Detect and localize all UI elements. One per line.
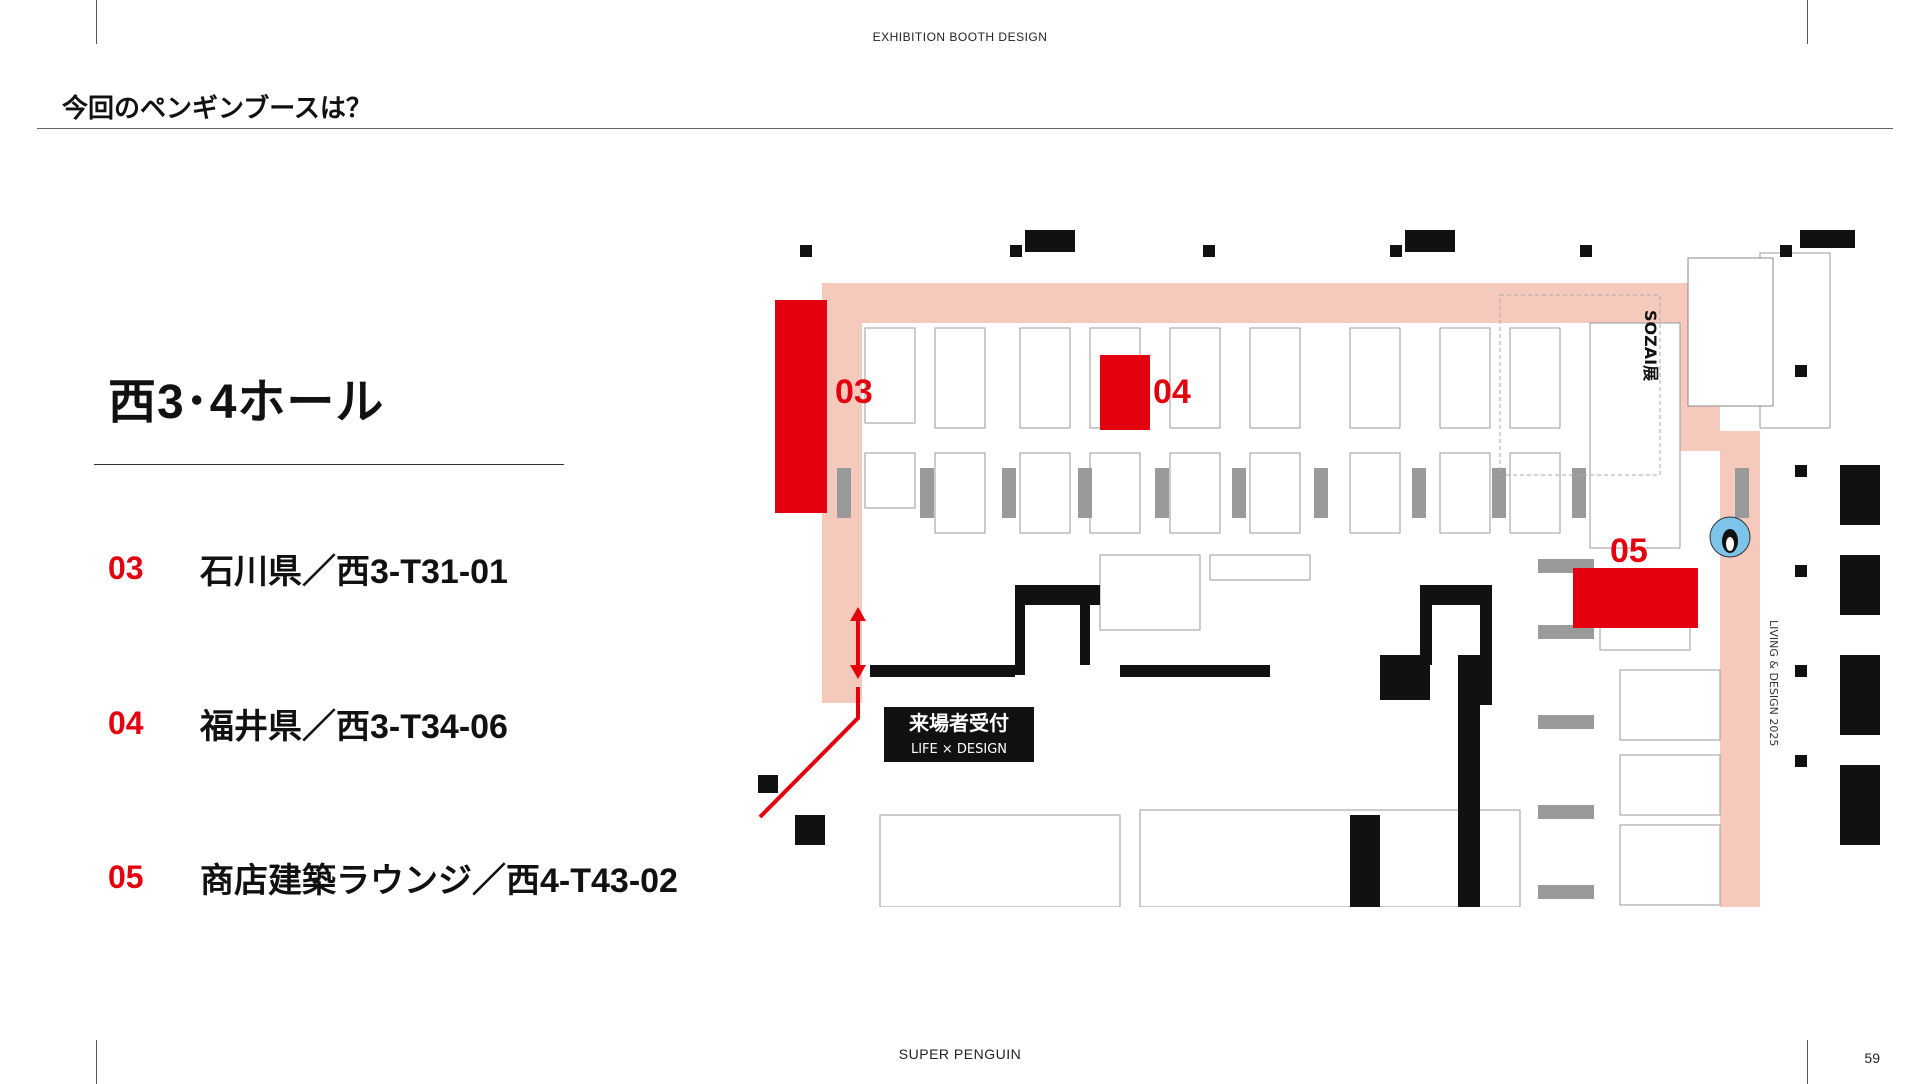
title-divider	[37, 128, 1893, 129]
reception-sign	[884, 707, 1034, 762]
stage-area	[1687, 257, 1774, 407]
booth-number: 03	[108, 549, 144, 586]
page-number: 59	[1864, 1050, 1880, 1066]
map-label-05: 05	[1610, 532, 1648, 570]
living-design-label: LIVING & DESIGN 2025	[1767, 620, 1780, 746]
floor-map: 来場者受付 LIFE × DESIGN SOZAI展 LIVING & DESI…	[740, 225, 1880, 907]
map-label-04: 04	[1153, 373, 1191, 411]
penguin-belly	[1726, 537, 1734, 551]
reception-subtext: LIFE × DESIGN	[911, 742, 1007, 757]
hall-divider	[94, 464, 564, 465]
corner-mark-top-right	[1807, 0, 1808, 44]
route-arrow	[758, 617, 860, 819]
highlighted-booths	[775, 300, 1698, 628]
booth-location: 福井県／西3-T34-06	[200, 707, 508, 746]
booth-item-03: 03 石川県／西3-T31-01	[108, 543, 508, 593]
booth-item-05: 05 商店建築ラウンジ／西4-T43-02	[108, 852, 678, 902]
walls	[758, 230, 1880, 907]
footer-brand: SUPER PENGUIN	[898, 1046, 1022, 1062]
booth-number: 05	[108, 858, 144, 895]
route-arrowheads	[850, 607, 866, 679]
booth-location: 石川県／西3-T31-01	[200, 552, 508, 591]
page-title: 今回のペンギンブースは？	[62, 93, 372, 123]
section-header: EXHIBITION BOOTH DESIGN	[872, 30, 1048, 44]
corner-mark-bottom-right	[1807, 1040, 1808, 1084]
booth-location: 商店建築ラウンジ／西4-T43-02	[200, 861, 678, 900]
map-label-03: 03	[835, 373, 873, 411]
booth-04-block	[1100, 355, 1150, 430]
booth-number: 04	[108, 704, 144, 741]
booth-grid	[864, 252, 1831, 907]
booth-item-04: 04 福井県／西3-T34-06	[108, 698, 508, 748]
booth-03-block	[775, 300, 827, 513]
corner-mark-top-left	[96, 0, 97, 44]
corner-mark-bottom-left	[96, 1040, 97, 1084]
sozai-label: SOZAI展	[1641, 310, 1660, 382]
reception-text: 来場者受付	[908, 711, 1009, 735]
sozai-area	[1499, 294, 1661, 476]
hall-title: 西3･4ホール	[108, 376, 385, 429]
booth-05-block	[1573, 568, 1698, 628]
floor-map-drawing: 来場者受付 LIFE × DESIGN SOZAI展 LIVING & DESI…	[740, 225, 1880, 907]
